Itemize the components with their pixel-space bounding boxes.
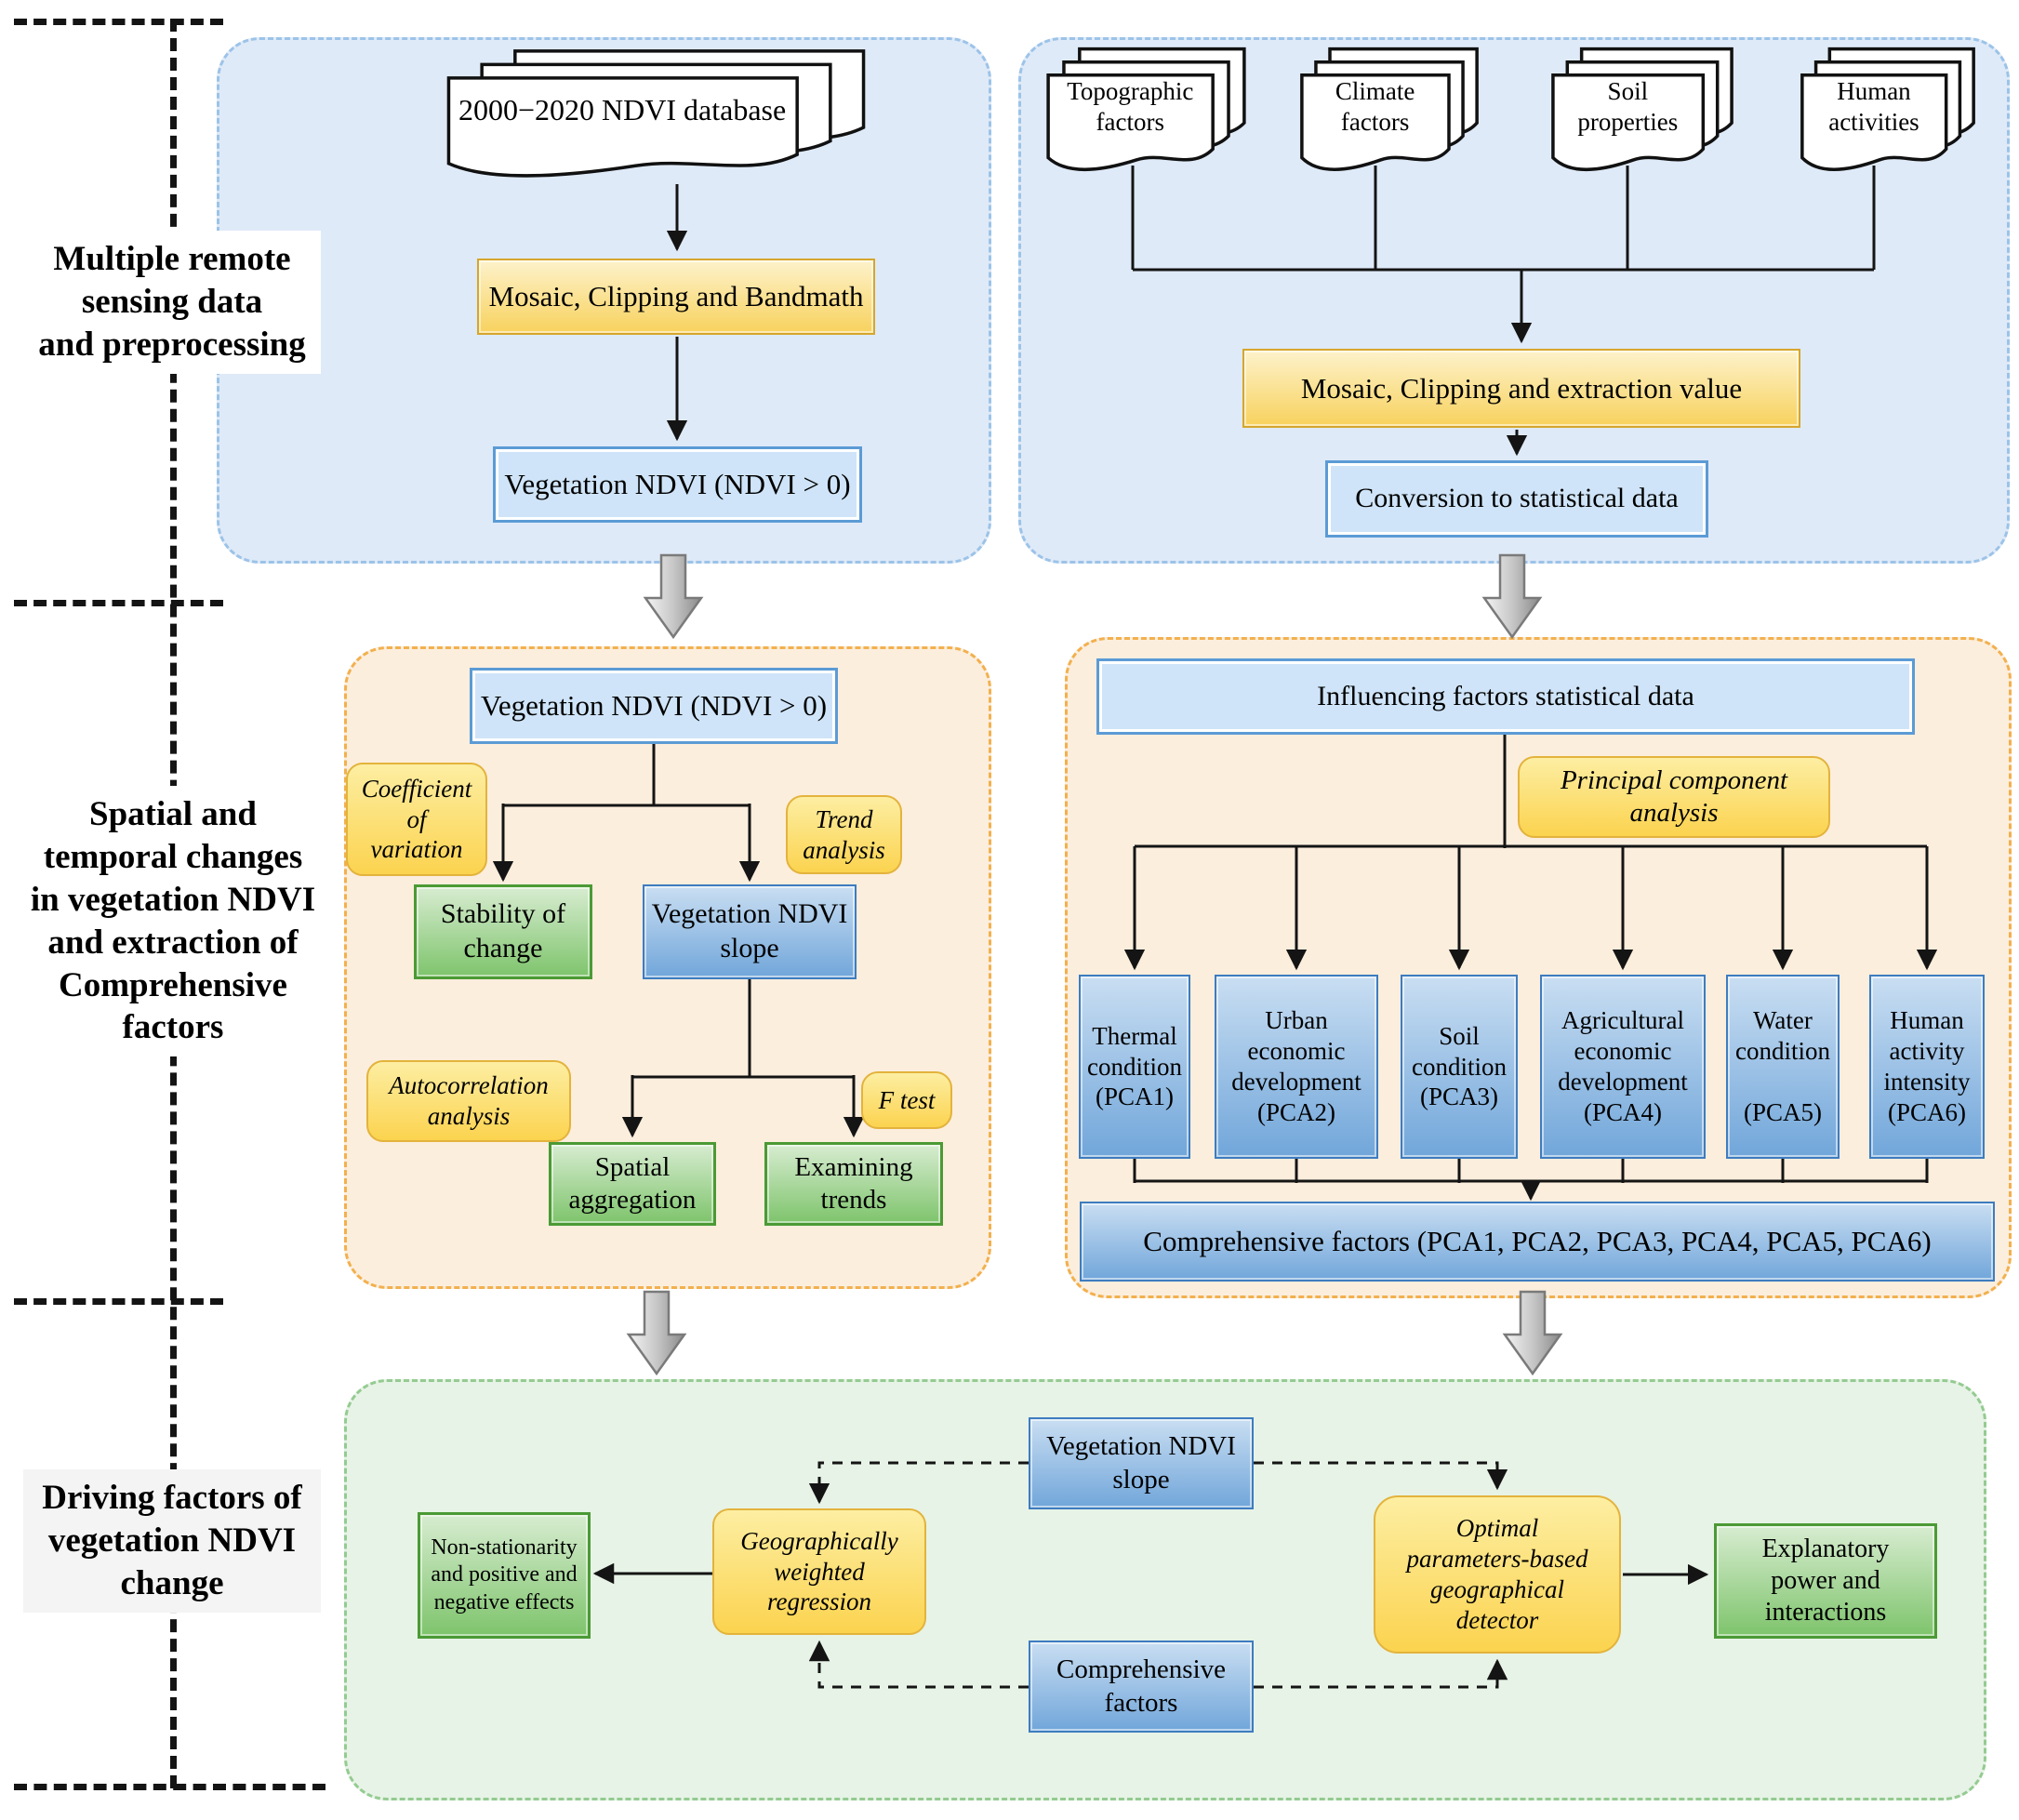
document-label: Topographic factors [1067, 76, 1194, 136]
nonstationarity-effects-box: Non-stationarity and positive and negati… [418, 1512, 591, 1639]
conversion-statistical-box: Conversion to statistical data [1325, 460, 1708, 538]
comprehensive-factors-box: Comprehensive factors (PCA1, PCA2, PCA3,… [1080, 1202, 1995, 1282]
section-divider-middle-2 [14, 1298, 223, 1305]
document-stack-icon [1551, 45, 1733, 179]
pca6-human-box: Human activity intensity (PCA6) [1869, 975, 1985, 1159]
spatial-aggregation-box: Spatial aggregation [549, 1142, 716, 1226]
document-stack-icon [1800, 45, 1975, 179]
stability-change-box: Stability of change [414, 884, 592, 979]
comprehensive-factors-box-2: Comprehensive factors [1029, 1641, 1254, 1733]
pca2-urban-box: Urban economic development (PCA2) [1215, 975, 1378, 1159]
autocorrelation-analysis-label: Autocorrelation analysis [366, 1060, 571, 1142]
mosaic-bandmath-box: Mosaic, Clipping and Bandmath [477, 259, 875, 335]
vegetation-ndvi-slope-box: Vegetation NDVI slope [643, 884, 857, 979]
coefficient-variation-label: Coefficient of variation [346, 763, 487, 876]
pca5-water-box: Water condition (PCA5) [1726, 975, 1840, 1159]
examining-trends-box: Examining trends [764, 1142, 943, 1226]
topographic-factors-document: Topographic factors [1046, 45, 1246, 179]
connectors-preprocessing-right [1131, 166, 1876, 457]
principal-component-analysis-label: Principal component analysis [1518, 756, 1830, 838]
document-label: Climate factors [1335, 76, 1415, 136]
pca1-thermal-box: Thermal condition (PCA1) [1079, 975, 1190, 1159]
connectors-spatiotemporal-right [1123, 735, 1938, 1202]
document-stack-icon [445, 46, 868, 186]
human-activities-document: Human activities [1800, 45, 1975, 179]
section-divider-top [14, 19, 223, 25]
section-divider-middle-1 [14, 600, 223, 606]
document-label: Soil properties [1577, 76, 1679, 136]
explanatory-power-box: Explanatory power and interactions [1714, 1523, 1937, 1639]
document-stack-icon [1046, 45, 1246, 179]
flow-arrow-icon [1482, 553, 1542, 639]
climate-factors-document: Climate factors [1300, 45, 1479, 179]
f-test-label: F test [861, 1071, 952, 1129]
document-label: Human activities [1828, 76, 1919, 136]
vegetation-ndvi-box: Vegetation NDVI (NDVI > 0) [493, 446, 862, 523]
flow-arrow-icon [644, 553, 703, 639]
soil-properties-document: Soil properties [1551, 45, 1733, 179]
opgd-label: Optimal parameters-based geographical de… [1374, 1495, 1621, 1654]
pca4-agricultural-box: Agricultural economic development (PCA4) [1540, 975, 1706, 1159]
document-label: 2000−2020 NDVI database [458, 93, 787, 127]
trend-analysis-label: Trend analysis [786, 795, 902, 874]
connectors-spatiotemporal-left [492, 744, 865, 1138]
section-label-driving: Driving factors of vegetation NDVI chang… [23, 1469, 321, 1613]
section-label-preprocessing: Multiple remote sensing data and preproc… [23, 231, 321, 374]
connectors-driving [592, 1461, 1709, 1689]
mosaic-extraction-box: Mosaic, Clipping and extraction value [1242, 349, 1800, 428]
vegetation-ndvi-box-2: Vegetation NDVI (NDVI > 0) [470, 668, 838, 744]
gwr-label: Geographically weighted regression [712, 1508, 926, 1635]
document-stack-icon [1300, 45, 1479, 179]
ndvi-database-document: 2000−2020 NDVI database [445, 46, 868, 186]
section-divider-bottom [14, 1784, 325, 1790]
vegetation-ndvi-slope-box-2: Vegetation NDVI slope [1029, 1417, 1254, 1509]
flow-arrow-icon [1503, 1290, 1562, 1375]
flow-arrow-icon [627, 1290, 686, 1375]
section-label-spatiotemporal: Spatial and temporal changes in vegetati… [11, 786, 335, 1057]
influencing-factors-box: Influencing factors statistical data [1096, 658, 1915, 735]
pca3-soil-box: Soil condition (PCA3) [1401, 975, 1518, 1159]
